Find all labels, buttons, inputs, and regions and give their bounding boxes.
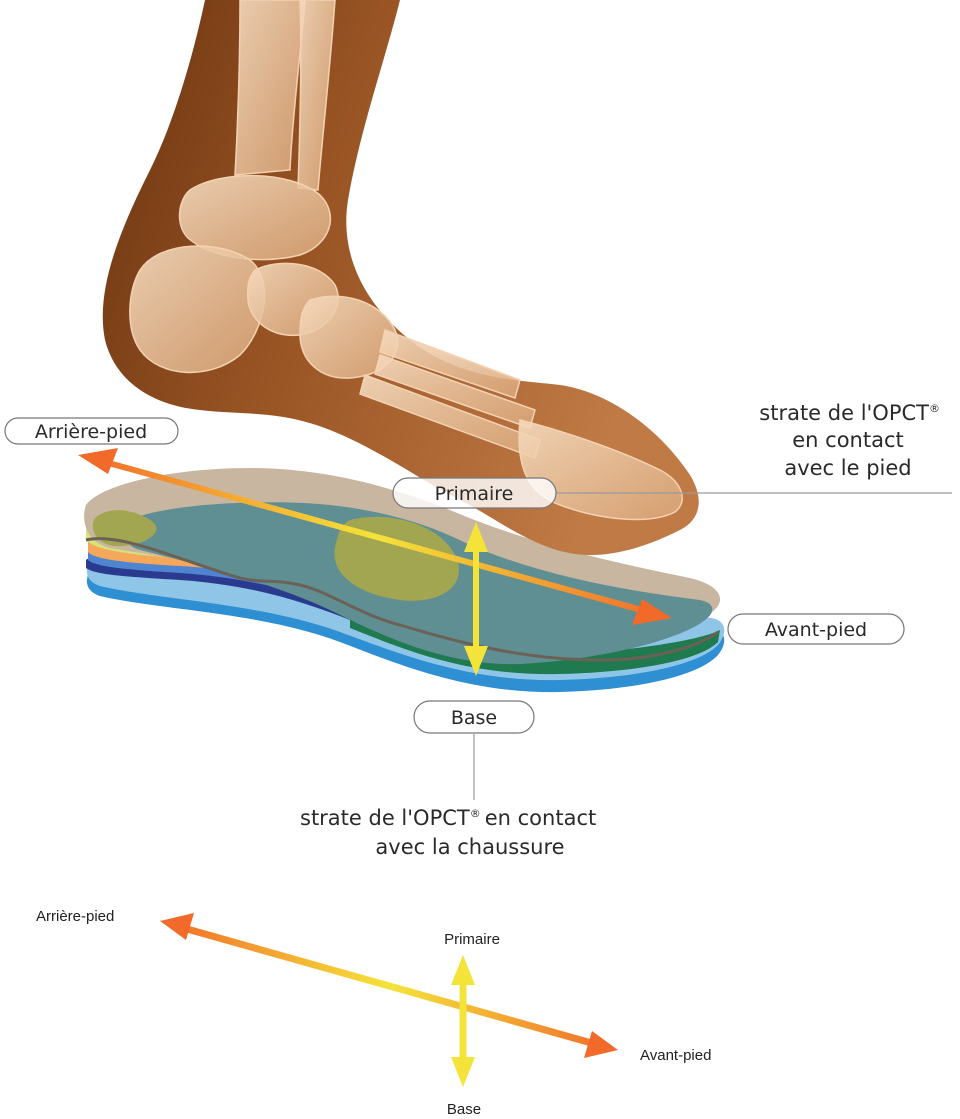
legend-arrowhead-down [451,1057,475,1087]
pill-forefoot: Avant-pied [728,614,904,644]
description-bottom-line-1-text: strate de l'OPCT [300,806,470,830]
description-top-line-1: strate de l'OPCT® [759,401,940,425]
axis-arrowhead-rearfoot [78,448,118,474]
legend-rearfoot-label: Arrière-pied [36,908,114,925]
description-bottom: strate de l'OPCT® en contact avec la chau… [300,806,596,859]
description-top-line-2: en contact [792,428,904,452]
pill-rearfoot-label: Arrière-pied [35,421,147,443]
pill-base-label: Base [451,707,497,729]
description-bottom-line-1: strate de l'OPCT® en contact [300,806,596,830]
pill-forefoot-label: Avant-pied [765,619,867,641]
pill-rearfoot: Arrière-pied [5,418,178,444]
description-top-line-1-text: strate de l'OPCT [759,401,929,425]
pill-base: Base [414,701,534,733]
legend-arrowhead-up [451,955,475,985]
registered-mark-bottom: ® [470,807,481,820]
legend-forefoot-label: Avant-pied [640,1047,711,1064]
legend-diagonal-line [180,927,595,1044]
description-bottom-line-1-continued: en contact [485,806,597,830]
registered-mark-top: ® [929,402,940,415]
legend-arrowhead-forefoot [584,1031,618,1058]
axes-legend: Arrière-pied Primaire Avant-pied Base [36,908,711,1118]
pill-primary-label: Primaire [435,483,514,505]
legend-primary-label: Primaire [444,931,500,948]
legend-base-label: Base [447,1101,481,1118]
description-top-line-3: avec le pied [784,456,911,480]
legend-arrowhead-rearfoot [160,913,194,940]
description-bottom-line-2: avec la chaussure [375,835,564,859]
pill-primary: Primaire [393,478,556,508]
description-top: strate de l'OPCT® en contact avec le pie… [759,401,940,480]
